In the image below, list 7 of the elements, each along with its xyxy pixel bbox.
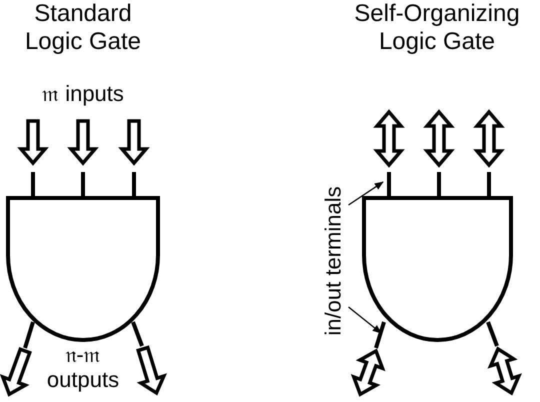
leader-line (348, 306, 382, 334)
callout-text: in/out terminals (320, 174, 346, 348)
leader-line (348, 181, 384, 206)
text-label: 𝔪 inputs (41, 82, 125, 107)
gate-heading: Self-Organizing Logic Gate (353, 0, 521, 56)
gate-heading: Standard Logic Gate (24, 0, 142, 56)
text-label: 𝔫-𝔪 outputs (46, 343, 120, 392)
